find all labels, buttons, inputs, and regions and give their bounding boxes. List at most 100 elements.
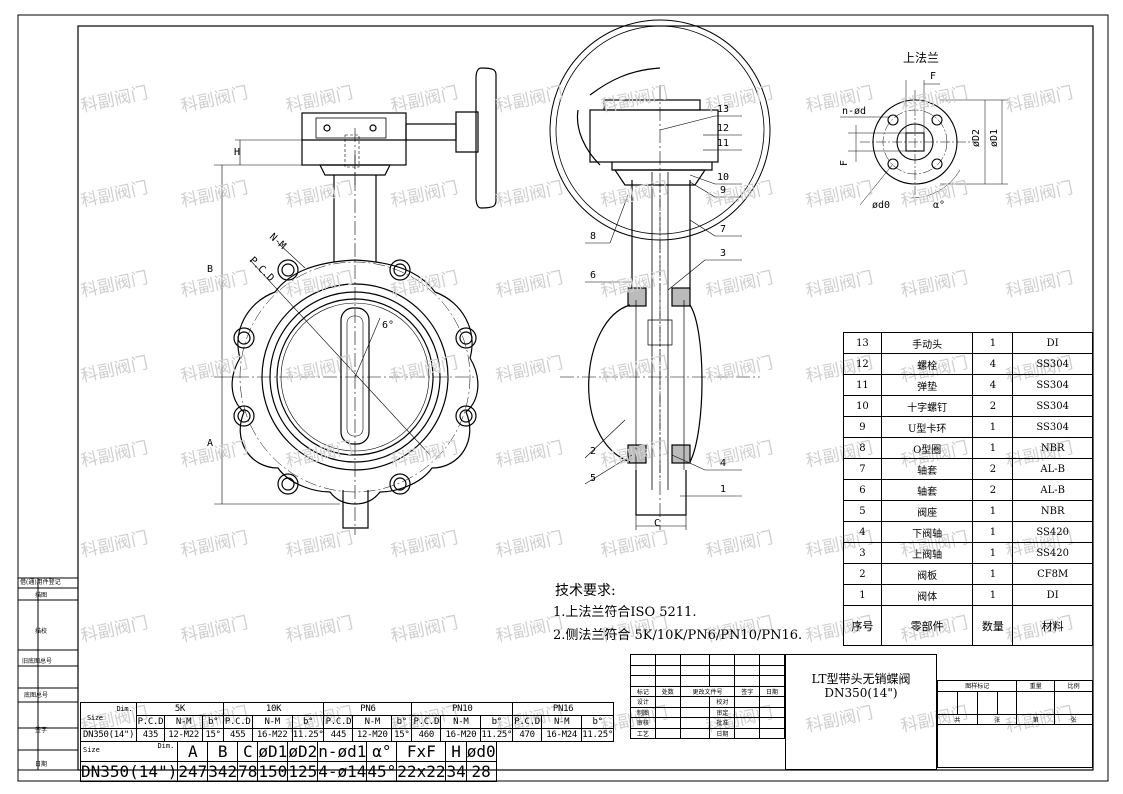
tb-date-label: 日期 [709,727,736,739]
parts-cell-material: SS420 [1012,521,1093,543]
margin-label-trace-check: 描校 [35,628,48,635]
dim-table-corner: Size Dim. [79,702,138,729]
dim-value-cell: 435 [136,728,165,742]
dim2-value-cell: 4-ø14 [317,761,368,782]
dim-size-cell: DN350(14") [79,728,138,742]
dim-value-cell: 11.25° [480,728,514,742]
parts-cell-qty: 2 [972,479,1014,501]
parts-cell-name: 螺栓 [880,353,974,375]
parts-cell-qty: 1 [972,563,1014,585]
page-unit: 张 [1054,713,1093,725]
parts-cell-name: 轴套 [880,458,974,480]
dim2-header-cell: ød0 [465,741,497,762]
balloon-6: 6 [590,270,597,281]
dim-value-cell: 16-M24 [541,728,583,742]
dim2-header-cell: øD1 [257,741,289,762]
tb-check-label: 校对 [709,696,736,708]
notes-line-2: 2.侧法兰符合 5K/10K/PN6/PN10/PN16. [553,628,803,643]
parts-cell-qty: 2 [972,395,1014,417]
parts-cell-name: 十字螺钉 [880,395,974,417]
dim-sub-header: P.C.D [136,715,165,729]
parts-header-no: 序号 [843,605,882,646]
parts-cell-material: SS304 [1012,353,1093,375]
balloon-8: 8 [590,231,597,242]
dim2-header-cell: FxF [396,741,447,762]
parts-cell-name: 下阀轴 [880,521,974,543]
flange-label-f-side: F [839,159,851,167]
dim-table-2-size-label: Size [83,746,100,754]
parts-cell-name: U型卡环 [880,416,974,438]
parts-cell-qty: 2 [972,458,1014,480]
flange-label-angle: α° [933,200,946,211]
title-name-line2: DN350(14") [824,686,898,700]
flange-label-d1: øD1 [989,128,1001,148]
title-name-box: LT型带头无销蝶阀 DN350(14") [785,654,937,770]
balloon-2: 2 [590,446,597,457]
parts-cell-no: 2 [843,563,882,585]
dim2-header-cell: øD2 [287,741,319,762]
tb-draw-label: 制图 [630,706,656,718]
parts-cell-no: 11 [843,374,882,396]
parts-cell-name: 手动头 [880,332,974,354]
dim2-header-cell: A [177,741,209,762]
weight-label: 重量 [1016,680,1056,692]
dim-table-2-corner: Size Dim. [79,741,179,762]
top-flange-view [840,80,1008,206]
parts-cell-qty: 1 [972,521,1014,543]
balloon-3: 3 [720,248,727,259]
dim2-value-cell: 22x22 [396,761,447,782]
inner-border [77,25,1094,771]
parts-header-name: 零部件 [880,605,974,646]
flange-label-f-top: F [930,71,937,82]
dim-value-cell: 12-M22 [163,728,204,742]
dim-value-cell: 470 [512,728,543,742]
balloon-12: 12 [717,123,730,134]
dim2-value-cell: 45° [366,761,398,782]
parts-cell-material: SS304 [1012,416,1093,438]
outer-border [17,14,1109,782]
balloon-5: 5 [590,473,597,484]
page-label: 第 [1016,713,1056,725]
parts-cell-no: 12 [843,353,882,375]
dim-value-cell: 445 [323,728,354,742]
group-5k: 5K [136,702,224,716]
dim2-value-cell: 247 [177,761,209,782]
parts-header-row: 序号 零部件 数量 材料 [843,605,1093,646]
dim2-header-cell: C [237,741,259,762]
dim-value-cell: 11.25° [291,728,325,742]
dim2-size-cell: DN350(14") [79,761,179,782]
balloon-4: 4 [720,458,727,469]
parts-cell-no: 4 [843,521,882,543]
scale-label: 比例 [1054,680,1093,692]
stage-label: 图样标记 [936,680,1018,692]
margin-label-base: 底图总号 [24,692,49,699]
parts-header-qty: 数量 [972,605,1014,646]
rev-label-mark: 标记 [630,685,656,697]
rev-label-doc: 更改文件号 [679,685,736,697]
balloon-11: 11 [717,138,730,149]
parts-cell-qty: 4 [972,353,1014,375]
parts-cell-material: SS304 [1012,374,1093,396]
title-info-block: 图样标记 重量 比例 共 张 第 张 [936,680,1093,768]
dim-value-cell: 15° [202,728,224,742]
front-view [214,67,497,535]
top-flange-title: 上法兰 [903,51,940,65]
balloon-10: 10 [717,172,730,183]
parts-cell-name: O型圈 [880,437,974,459]
parts-cell-no: 6 [843,479,882,501]
parts-cell-no: 8 [843,437,882,459]
tb-process-label: 工艺 [630,727,656,739]
parts-cell-no: 9 [843,416,882,438]
group-10k: 10K [222,702,325,716]
total-unit: 张 [976,713,1018,725]
dim2-header-cell: α° [366,741,398,762]
balloon-9: 9 [720,185,727,196]
parts-cell-no: 1 [843,584,882,606]
